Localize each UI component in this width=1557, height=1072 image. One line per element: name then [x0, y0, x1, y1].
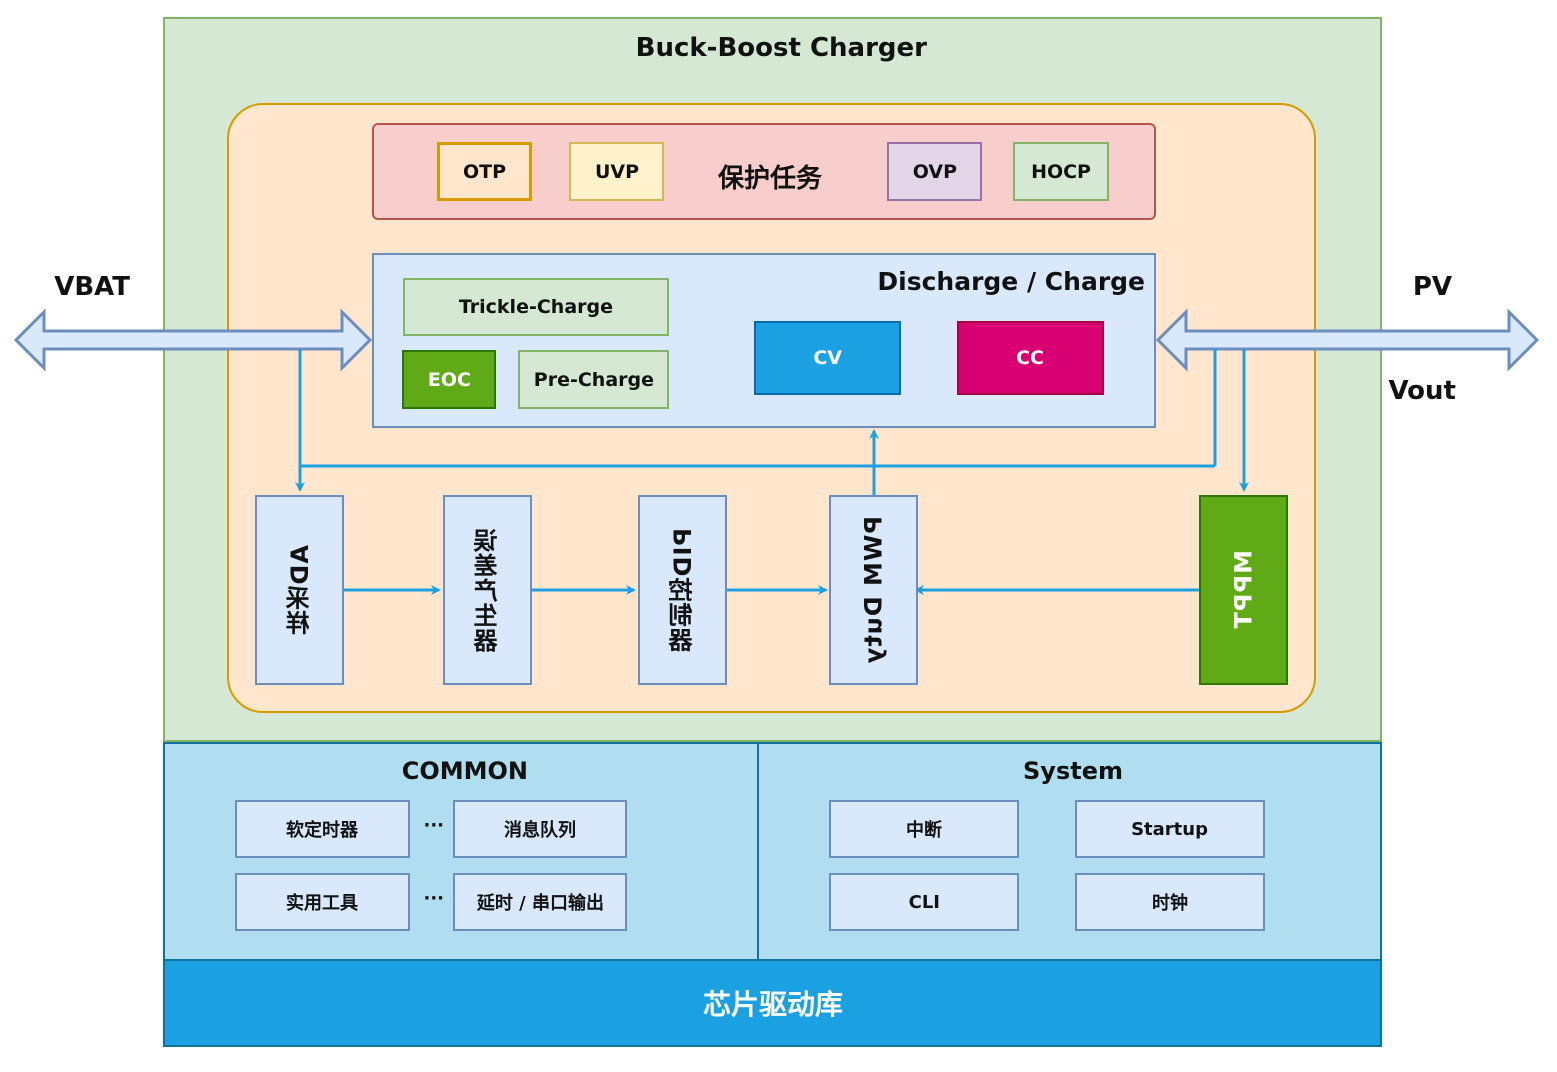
delay-uart-box: 延时 / 串口输出: [453, 873, 627, 931]
pid-box: PID控制器: [638, 495, 727, 685]
vout-port-label: Vout: [1388, 376, 1456, 406]
soft-timer-label: 软定时器: [286, 820, 359, 841]
chip-driver-label: 芯片驱动库: [702, 988, 843, 1021]
pwm-duty-box: PWM Duty: [829, 495, 918, 685]
utilities-label: 实用工具: [286, 893, 359, 914]
soft-timer-box: 软定时器: [235, 800, 410, 858]
adc-sampling-label: AD采样: [286, 544, 314, 636]
cli-label: CLI: [908, 891, 940, 913]
delay-uart-label: 延时 / 串口输出: [476, 893, 604, 914]
vbat-port-label: VBAT: [54, 272, 130, 302]
clock-label: 时钟: [1152, 893, 1188, 914]
system-title: System: [1023, 757, 1123, 785]
mppt-label: MPPT: [1229, 550, 1258, 630]
mppt-box: MPPT: [1199, 495, 1288, 685]
pid-label: PID控制器: [669, 527, 697, 653]
chip-driver-bar: 芯片驱动库: [163, 959, 1382, 1047]
pv-double-arrow: [1155, 308, 1540, 372]
ellipsis-row-1: ···: [423, 815, 444, 836]
ellipsis-row-2: ···: [423, 888, 444, 909]
pwm-duty-label: PWM Duty: [859, 515, 888, 665]
message-queue-box: 消息队列: [453, 800, 627, 858]
error-generator-box: 误差产生器: [443, 495, 532, 685]
message-queue-label: 消息队列: [504, 820, 576, 841]
cli-box: CLI: [829, 873, 1019, 931]
interrupt-box: 中断: [829, 800, 1019, 858]
vbat-double-arrow: [13, 308, 373, 372]
pv-port-label: PV: [1412, 272, 1452, 302]
common-title: COMMON: [401, 757, 528, 785]
startup-label: Startup: [1131, 818, 1209, 840]
interrupt-label: 中断: [906, 820, 942, 841]
adc-sampling-box: AD采样: [255, 495, 344, 685]
utilities-box: 实用工具: [235, 873, 410, 931]
error-generator-label: 误差产生器: [474, 527, 502, 653]
clock-box: 时钟: [1075, 873, 1265, 931]
startup-box: Startup: [1075, 800, 1265, 858]
